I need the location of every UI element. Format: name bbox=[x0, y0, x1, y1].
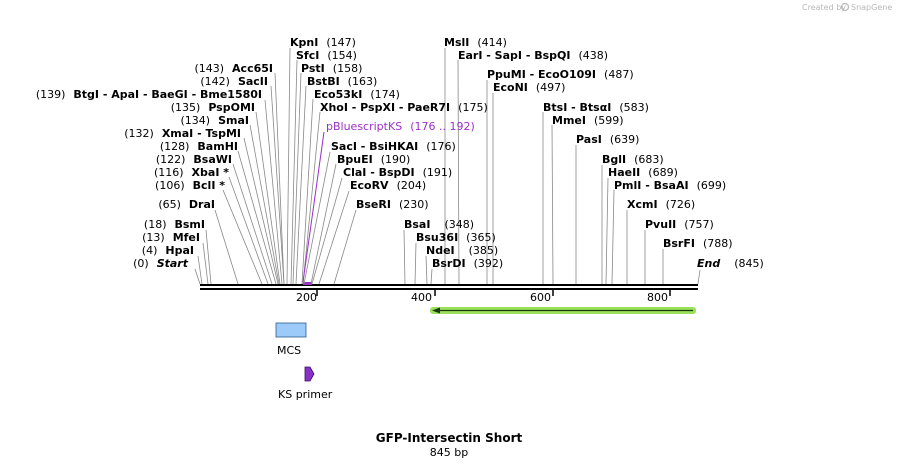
ks-primer-label: KS primer bbox=[278, 388, 333, 401]
site-label[interactable]: (65)DraI bbox=[158, 198, 215, 211]
site-label[interactable]: NdeI(385) bbox=[426, 244, 498, 257]
site-label[interactable]: PmlI - BsaAI(699) bbox=[614, 179, 726, 192]
map-length: 845 bp bbox=[430, 446, 468, 459]
site-label[interactable]: SfcI(154) bbox=[296, 49, 357, 62]
mcs-label: MCS bbox=[277, 344, 301, 357]
map-title: GFP-Intersectin Short bbox=[376, 431, 523, 445]
primer-site-label[interactable]: pBluescriptKS(176 .. 192) bbox=[326, 120, 475, 133]
site-label[interactable]: BglI(683) bbox=[602, 153, 664, 166]
site-label[interactable]: HaeII(689) bbox=[608, 166, 678, 179]
site-label[interactable]: (106)BclI * bbox=[155, 179, 225, 192]
primer-arrow-icon bbox=[304, 366, 315, 382]
site-label[interactable]: PpuMI - EcoO109I(487) bbox=[487, 68, 634, 81]
snapgene-credit: Created by SnapGene bbox=[802, 2, 892, 12]
site-labels-right: MslI(414) EarI - SapI - BspQI(438) PpuMI… bbox=[404, 36, 764, 270]
gfp-feature-arrow[interactable] bbox=[430, 307, 696, 314]
tick-label: 800 bbox=[647, 291, 668, 304]
site-label[interactable]: BstBI(163) bbox=[307, 75, 377, 88]
site-label[interactable]: PvuII(757) bbox=[645, 218, 714, 231]
site-labels-left: KpnI(147) SfcI(154) PstI(158) BstBI(163)… bbox=[290, 36, 488, 211]
site-label[interactable]: BseRI(230) bbox=[356, 198, 429, 211]
site-label[interactable]: PasI(639) bbox=[576, 133, 639, 146]
site-label[interactable]: EcoNI(497) bbox=[493, 81, 565, 94]
site-label-end[interactable]: End(845) bbox=[697, 257, 764, 270]
site-label[interactable]: MslI(414) bbox=[444, 36, 507, 49]
site-label[interactable]: (18)BsmI bbox=[144, 218, 205, 231]
site-label[interactable]: (135)PspOMI bbox=[171, 101, 255, 114]
site-label[interactable]: PstI(158) bbox=[301, 62, 362, 75]
site-label[interactable]: ClaI - BspDI(191) bbox=[343, 166, 452, 179]
tick-label: 200 bbox=[296, 291, 317, 304]
site-label[interactable]: (116)XbaI * bbox=[154, 166, 229, 179]
primer-site-mark bbox=[303, 282, 312, 285]
site-label[interactable]: (142)SacII bbox=[200, 75, 268, 88]
site-label[interactable]: (143)Acc65I bbox=[194, 62, 273, 75]
site-label[interactable]: (128)BamHI bbox=[160, 140, 238, 153]
site-label[interactable]: Bsu36I(365) bbox=[416, 231, 496, 244]
site-label[interactable]: BsrDI(392) bbox=[432, 257, 503, 270]
site-label[interactable]: BpuEI(190) bbox=[337, 153, 410, 166]
tick-label: 400 bbox=[411, 291, 432, 304]
site-label[interactable]: XcmI(726) bbox=[627, 198, 695, 211]
site-label[interactable]: Eco53kI(174) bbox=[314, 88, 400, 101]
site-connectors bbox=[194, 47, 701, 285]
site-label[interactable]: (13)MfeI bbox=[142, 231, 200, 244]
site-label[interactable]: EcoRV(204) bbox=[350, 179, 426, 192]
site-label[interactable]: (134)SmaI bbox=[181, 114, 250, 127]
sequence-ruler: 200 400 600 800 bbox=[200, 282, 698, 304]
site-label-start[interactable]: (0)Start bbox=[133, 257, 189, 270]
mcs-box bbox=[275, 322, 307, 338]
site-label[interactable]: MmeI(599) bbox=[552, 114, 624, 127]
site-label[interactable]: EarI - SapI - BspQI(438) bbox=[458, 49, 608, 62]
mcs-feature[interactable]: MCS bbox=[275, 322, 307, 357]
site-label[interactable]: (139)BtgI - ApaI - BaeGI - Bme1580I bbox=[36, 88, 262, 101]
primer-connector bbox=[302, 131, 325, 283]
site-label[interactable]: BtsI - BtsαI(583) bbox=[543, 101, 649, 114]
site-label[interactable]: (132)XmaI - TspMI bbox=[124, 127, 241, 140]
site-label[interactable]: XhoI - PspXI - PaeR7I(175) bbox=[320, 101, 488, 114]
site-label[interactable]: (4)HpaI bbox=[142, 244, 194, 257]
arrow-left-icon bbox=[432, 307, 440, 314]
credit-brand: SnapGene bbox=[851, 3, 892, 12]
site-label[interactable]: KpnI(147) bbox=[290, 36, 356, 49]
ks-primer-feature[interactable]: KS primer bbox=[278, 366, 333, 401]
site-label[interactable]: BsrFI(788) bbox=[663, 237, 733, 250]
credit-text: Created by bbox=[802, 3, 846, 12]
site-label[interactable]: SacI - BsiHKAI(176) bbox=[331, 140, 456, 153]
site-label[interactable]: BsaI(348) bbox=[404, 218, 474, 231]
tick-label: 600 bbox=[530, 291, 551, 304]
site-label[interactable]: (122)BsaWI bbox=[156, 153, 232, 166]
snapgene-logo-icon bbox=[840, 2, 850, 12]
site-labels-left-reverse: (143)Acc65I (142)SacII (139)BtgI - ApaI … bbox=[36, 62, 273, 270]
